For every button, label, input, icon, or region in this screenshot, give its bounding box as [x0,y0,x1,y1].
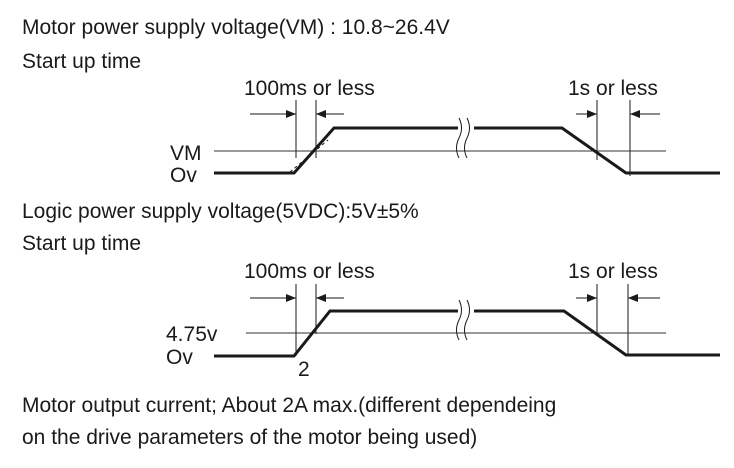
logic-waveform-fall [474,309,720,357]
motor-fall-time-dimension [576,100,660,176]
motor-startup-label: Start up time [22,50,141,73]
motor-level-high-label: VM [170,142,202,165]
logic-marker-label: 2 [298,358,310,381]
motor-waveform-fall [474,126,720,175]
motor-level-zero-label: Ov [170,164,197,187]
logic-rise-time-dimension [250,284,344,356]
note-line-2: on the drive parameters of the motor bei… [22,426,477,449]
motor-rise-time-dimension [250,100,344,158]
logic-time-break-symbol [456,299,470,341]
motor-rise-time-label: 100ms or less [244,77,375,100]
motor-time-break-symbol [456,117,470,159]
note-line-1: Motor output current; About 2A max.(diff… [22,394,556,417]
logic-rise-time-label: 100ms or less [244,260,375,283]
logic-level-high-label: 4.75v [166,323,218,346]
motor-waveform-rise [214,126,458,175]
logic-fall-time-label: 1s or less [568,260,658,283]
logic-level-zero-label: Ov [166,346,193,369]
logic-heading: Logic power supply voltage(5VDC):5V±5% [22,200,419,223]
motor-heading: Motor power supply voltage(VM) : 10.8~26… [22,16,450,39]
motor-fall-time-label: 1s or less [568,77,658,100]
logic-startup-label: Start up time [22,232,141,255]
logic-fall-time-dimension [576,284,660,356]
logic-waveform-rise [214,309,458,358]
